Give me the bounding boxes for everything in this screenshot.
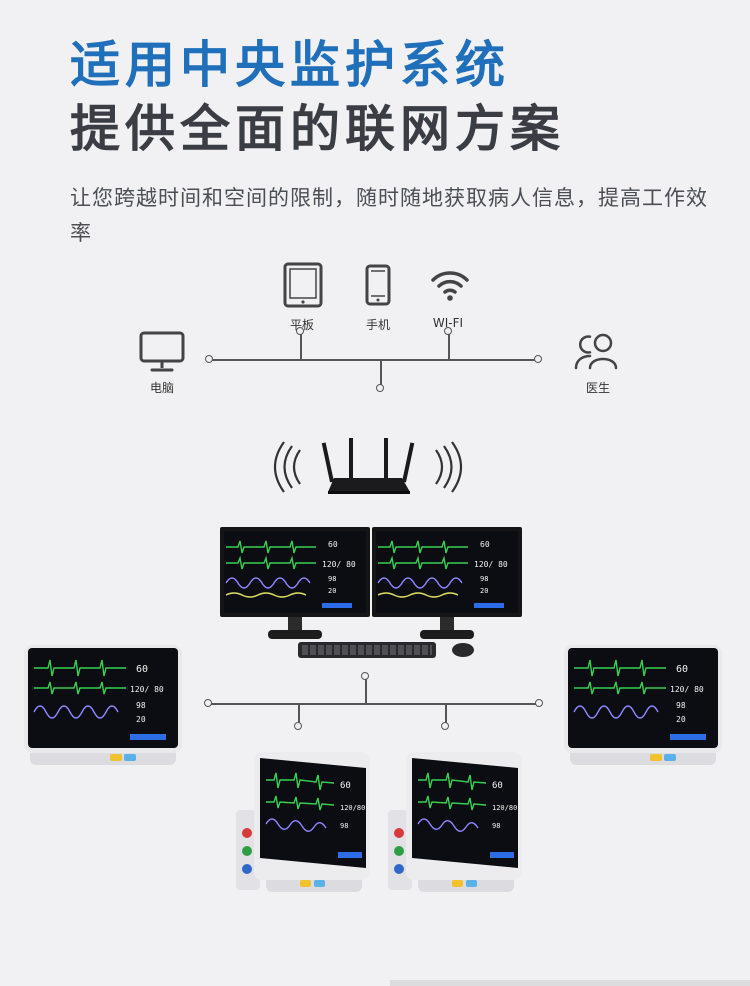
network-node	[296, 327, 304, 335]
monitor-screen: 60 120/ 80 98 20	[28, 648, 178, 748]
svg-text:98: 98	[480, 575, 488, 583]
mouse	[452, 643, 474, 657]
svg-text:20: 20	[136, 715, 146, 724]
network-line	[365, 678, 367, 704]
network-node	[204, 699, 212, 707]
network-line	[211, 359, 539, 361]
svg-text:60: 60	[480, 540, 490, 549]
alarm-button[interactable]	[452, 880, 463, 887]
network-line	[380, 360, 382, 386]
patient-monitor-bottom-left: 60 120/80 98	[236, 752, 372, 896]
title-line-1: 适用中央监护系统	[70, 36, 510, 94]
svg-text:60: 60	[136, 664, 148, 675]
alarm-button[interactable]	[300, 880, 311, 887]
network-node	[535, 699, 543, 707]
monitor-screen: 60 120/ 80 98 20	[376, 531, 518, 613]
central-monitor-left: 60 120/ 80 98 20	[220, 527, 370, 617]
title-line-2: 提供全面的联网方案	[70, 100, 565, 158]
network-node	[534, 355, 542, 363]
network-line	[445, 704, 447, 724]
svg-text:20: 20	[480, 587, 488, 595]
menu-button[interactable]	[124, 754, 136, 761]
wifi-icon	[431, 271, 469, 301]
phone-icon	[365, 264, 391, 306]
svg-text:120/ 80: 120/ 80	[670, 685, 704, 694]
computer-label: 电脑	[149, 381, 174, 395]
network-node	[294, 722, 302, 730]
svg-text:20: 20	[328, 587, 336, 595]
monitor-screen: 60 120/ 80 98 20	[224, 531, 366, 613]
svg-text:60: 60	[328, 540, 338, 549]
network-node	[444, 327, 452, 335]
network-line	[300, 333, 302, 359]
svg-text:98: 98	[492, 822, 500, 830]
wifi-router	[273, 438, 463, 494]
svg-text:98: 98	[340, 822, 348, 830]
wifi-label: WI-FI	[432, 316, 464, 330]
alarm-button[interactable]	[650, 754, 662, 761]
monitor-screen: 60 120/80 98	[260, 758, 366, 868]
svg-text:120/80: 120/80	[492, 804, 517, 812]
network-line	[448, 333, 450, 359]
menu-button[interactable]	[314, 880, 325, 887]
svg-text:98: 98	[676, 701, 686, 710]
svg-text:60: 60	[340, 781, 351, 791]
network-node	[441, 722, 449, 730]
menu-button[interactable]	[466, 880, 477, 887]
keyboard	[298, 642, 436, 658]
svg-text:120/ 80: 120/ 80	[130, 685, 164, 694]
phone-label: 手机	[365, 318, 390, 332]
svg-text:20: 20	[676, 715, 686, 724]
tablet-icon	[283, 262, 323, 308]
bottom-strip	[390, 980, 750, 986]
patient-monitor-bottom-right: 60 120/80 98	[388, 752, 524, 896]
monitor-screen: 60 120/ 80 98 20	[568, 648, 718, 748]
doctor-label: 医生	[585, 381, 610, 395]
network-node	[361, 672, 369, 680]
menu-button[interactable]	[664, 754, 676, 761]
svg-text:98: 98	[136, 701, 146, 710]
device-network-diagram: 平板 手机 WI-FI 电脑 医生	[0, 250, 750, 400]
computer-icon	[139, 331, 185, 372]
svg-text:120/ 80: 120/ 80	[474, 560, 508, 569]
svg-text:60: 60	[492, 781, 503, 791]
patient-monitor-left: 60 120/ 80 98 20	[24, 645, 182, 767]
central-station: 60 120/ 80 98 20 60 120/ 80 98 20	[220, 527, 524, 642]
alarm-button[interactable]	[110, 754, 122, 761]
central-monitor-right: 60 120/ 80 98 20	[372, 527, 522, 617]
patient-monitor-right: 60 120/ 80 98 20	[564, 645, 722, 767]
tablet-label: 平板	[289, 318, 314, 332]
monitor-screen: 60 120/80 98	[412, 758, 518, 868]
svg-text:120/ 80: 120/ 80	[322, 560, 356, 569]
svg-text:98: 98	[328, 575, 336, 583]
svg-text:60: 60	[676, 664, 688, 675]
svg-text:120/80: 120/80	[340, 804, 365, 812]
network-node	[376, 384, 384, 392]
doctor-icon	[574, 333, 618, 370]
network-node	[205, 355, 213, 363]
network-line	[298, 704, 300, 724]
network-line	[210, 703, 540, 705]
description-text: 让您跨越时间和空间的限制，随时随地获取病人信息，提高工作效率	[70, 186, 708, 245]
